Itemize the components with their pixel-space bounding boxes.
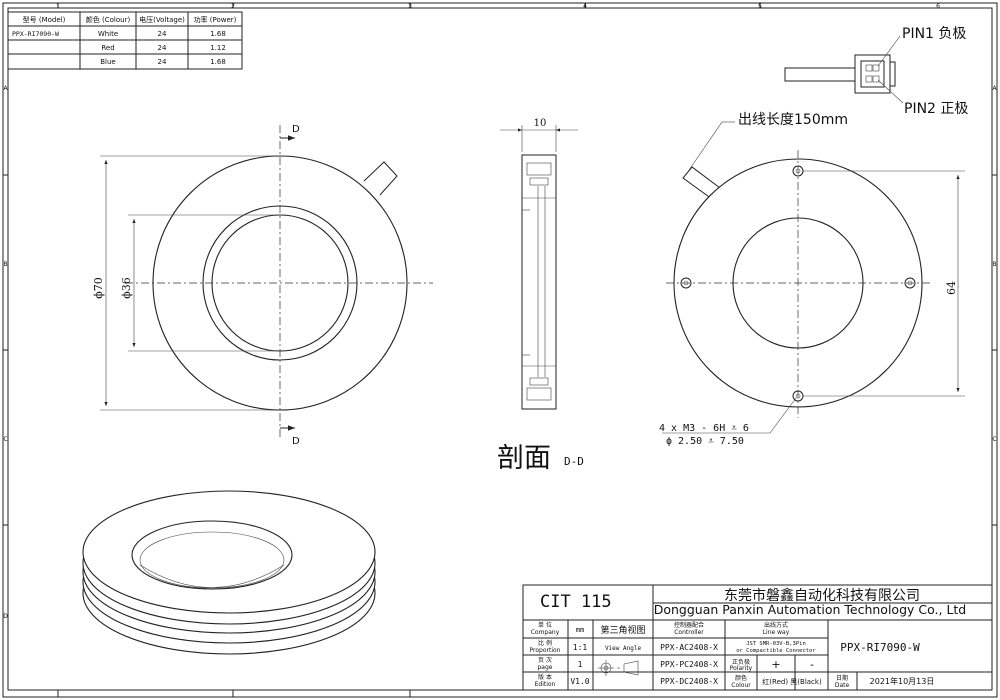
border-row-b-right: B bbox=[992, 261, 996, 268]
colour-value: 红(Red) 黑(Black) bbox=[762, 677, 822, 686]
section-title-main: 剖面 bbox=[497, 443, 551, 474]
front-view: D D ϕ70 ϕ36 bbox=[92, 124, 433, 447]
lineway-value-2: or Compactible Connector bbox=[736, 648, 816, 654]
dim-inner-diameter: ϕ36 bbox=[120, 277, 133, 299]
scale-label-cn: 比 例 bbox=[538, 639, 552, 647]
title-block: CIT 115 东莞市磐鑫自动化科技有限公司 Dongguan Panxin A… bbox=[522, 584, 993, 691]
spec-cell-power-2: 1.12 bbox=[210, 44, 226, 52]
section-view: 10 bbox=[500, 118, 578, 410]
spec-header-colour: 颜色 (Colour) bbox=[86, 15, 131, 24]
spec-cell-power-1: 1.68 bbox=[210, 30, 226, 38]
section-title: 剖面 D-D bbox=[497, 443, 584, 474]
border-row-c-right: C bbox=[992, 436, 996, 443]
spec-cell-power-3: 1.68 bbox=[210, 58, 226, 66]
date-label-en: Date bbox=[835, 682, 850, 689]
spec-cell-voltage-1: 24 bbox=[158, 30, 167, 38]
dim-bolt-circle: 64 bbox=[945, 281, 958, 295]
controller-3: PPX-DC2408-X bbox=[660, 677, 718, 686]
cable-length-label: 出线长度150mm bbox=[738, 112, 848, 128]
controller-label-cn: 控制器配合 bbox=[674, 621, 704, 629]
isometric-view bbox=[82, 490, 376, 655]
spec-cell-voltage-2: 24 bbox=[158, 44, 167, 52]
hole-note-line2: ϕ 2.50 ⩡ 7.50 bbox=[666, 436, 744, 447]
border-col-6: 6 bbox=[936, 3, 940, 10]
border-row-b-left: B bbox=[3, 261, 7, 268]
model-number: PPX-RI7090-W bbox=[840, 641, 920, 654]
section-mark-top: D bbox=[292, 124, 300, 135]
lineway-label-en: Line way bbox=[763, 629, 790, 636]
border-row-c-left: C bbox=[3, 436, 7, 443]
projection-label: 第三角视图 bbox=[600, 624, 645, 636]
controller-label-en: Controller bbox=[674, 629, 704, 636]
scale-value: 1:1 bbox=[573, 643, 588, 652]
pin2-label: PIN2 正极 bbox=[904, 101, 968, 117]
border-row-d-left: D bbox=[3, 613, 8, 620]
dim-outer-diameter: ϕ70 bbox=[92, 277, 105, 299]
edition-label-en: Edition bbox=[535, 681, 556, 688]
pin1-label: PIN1 负极 bbox=[902, 26, 966, 42]
polarity-minus: - bbox=[810, 658, 814, 671]
back-view: 出线长度150mm 64 4 x M3 - 6H ⩡ 6 ϕ 2.50 ⩡ 7.… bbox=[659, 112, 965, 447]
spec-header-power: 功率 (Power) bbox=[194, 15, 237, 24]
edition-label-cn: 版 本 bbox=[538, 673, 552, 681]
company-name-en: Dongguan Panxin Automation Technology Co… bbox=[654, 602, 967, 617]
page-value: 1 bbox=[578, 660, 583, 669]
polarity-label-cn: 正负极 bbox=[732, 658, 750, 666]
view-angle-label: View Angle bbox=[605, 645, 642, 652]
third-angle-projection-icon bbox=[598, 660, 639, 676]
lineway-value-1: JST SMR-03V-B,3Pin bbox=[746, 641, 806, 647]
spec-cell-colour-1: White bbox=[98, 30, 118, 38]
unit-label-en: Company bbox=[531, 629, 560, 636]
controller-2: PPX-PC2408-X bbox=[660, 660, 718, 669]
border-col-1: 1 bbox=[56, 3, 60, 10]
spec-header-voltage: 电压(Voltage) bbox=[139, 15, 185, 24]
controller-1: PPX-AC2408-X bbox=[660, 643, 718, 652]
border-col-3: 3 bbox=[408, 3, 412, 10]
border-col-5: 5 bbox=[758, 3, 762, 10]
section-mark-bottom: D bbox=[292, 436, 300, 447]
company-name-cn: 东莞市磐鑫自动化科技有限公司 bbox=[724, 587, 920, 604]
border-row-a-left: A bbox=[3, 85, 8, 92]
colour-label-cn: 颜色 bbox=[735, 674, 747, 682]
edition-value: V1.0 bbox=[570, 677, 589, 686]
spec-cell-model-1: PPX-RI7090-W bbox=[12, 30, 59, 38]
spec-cell-colour-3: Blue bbox=[100, 58, 116, 66]
connector: PIN1 负极 PIN2 正极 bbox=[784, 26, 968, 117]
spec-cell-colour-2: Red bbox=[101, 44, 114, 52]
polarity-label-en: Polarity bbox=[730, 665, 753, 672]
lineway-label-cn: 出线方式 bbox=[764, 621, 788, 629]
border-col-4: 4 bbox=[583, 3, 587, 10]
hole-note-line1: 4 x M3 - 6H ⩡ 6 bbox=[659, 423, 749, 434]
unit-label-cn: 单 位 bbox=[538, 621, 552, 629]
spec-cell-voltage-3: 24 bbox=[158, 58, 167, 66]
date-label-cn: 日期 bbox=[836, 674, 848, 682]
dim-width: 10 bbox=[534, 118, 547, 129]
date-value: 2021年10月13日 bbox=[870, 676, 935, 686]
border-row-a-right: A bbox=[992, 85, 997, 92]
polarity-plus: + bbox=[771, 658, 780, 671]
border-col-2: 2 bbox=[231, 3, 235, 10]
unit-value: mm bbox=[576, 626, 584, 634]
section-title-sub: D-D bbox=[564, 455, 584, 468]
scale-label-en: Proportion bbox=[530, 647, 561, 654]
colour-label-en: Colour bbox=[731, 682, 751, 689]
page-label-cn: 页 次 bbox=[538, 656, 552, 664]
spec-table: 型号 (Model) 颜色 (Colour) 电压(Voltage) 功率 (P… bbox=[7, 11, 243, 70]
drawing-number: CIT 115 bbox=[540, 592, 612, 612]
spec-header-model: 型号 (Model) bbox=[23, 15, 66, 24]
page-label-en: page bbox=[538, 664, 553, 671]
